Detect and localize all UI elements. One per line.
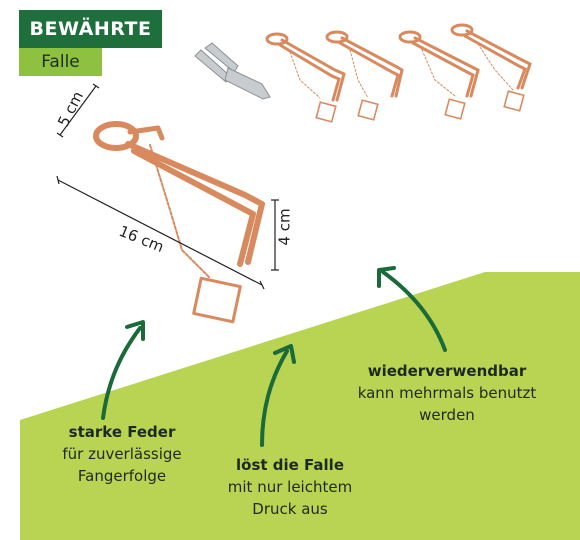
- feature-title: wiederverwendbar: [367, 362, 527, 380]
- feature-text: kann mehrmals benutzt: [357, 384, 537, 402]
- feature-text: Fangerfolge: [77, 467, 167, 485]
- feature-title: starke Feder: [68, 423, 176, 441]
- feature-strong-spring: starke Feder für zuverlässige Fangerfolg…: [22, 421, 222, 487]
- small-trap-icon: [325, 30, 404, 121]
- badge-title: BEWÄHRTE: [19, 10, 162, 48]
- arrow-icon: [377, 266, 447, 352]
- small-traps-group: [265, 23, 532, 123]
- small-trap-icon: [398, 30, 480, 120]
- dimension-lines: [56, 83, 279, 290]
- feature-reusable: wiederverwendbar kann mehrmals benutzt w…: [322, 360, 572, 426]
- setting-tool-icon: [194, 42, 271, 100]
- arrow-icon: [101, 320, 145, 420]
- feature-title: löst die Falle: [236, 456, 344, 474]
- feature-text: Druck aus: [252, 500, 328, 518]
- arrow-icon: [260, 344, 296, 447]
- feature-light-trigger: löst die Falle mit nur leichtem Druck au…: [196, 454, 384, 520]
- badge-subtitle: Falle: [19, 48, 102, 76]
- arrows: [101, 266, 447, 447]
- large-trap-icon: [93, 121, 265, 324]
- dimension-height-label: 4 cm: [275, 208, 294, 246]
- feature-text: werden: [419, 406, 475, 424]
- small-trap-icon: [265, 32, 346, 123]
- feature-text: mit nur leichtem: [227, 478, 353, 496]
- feature-text: für zuverlässige: [62, 445, 182, 463]
- small-trap-icon: [450, 23, 532, 112]
